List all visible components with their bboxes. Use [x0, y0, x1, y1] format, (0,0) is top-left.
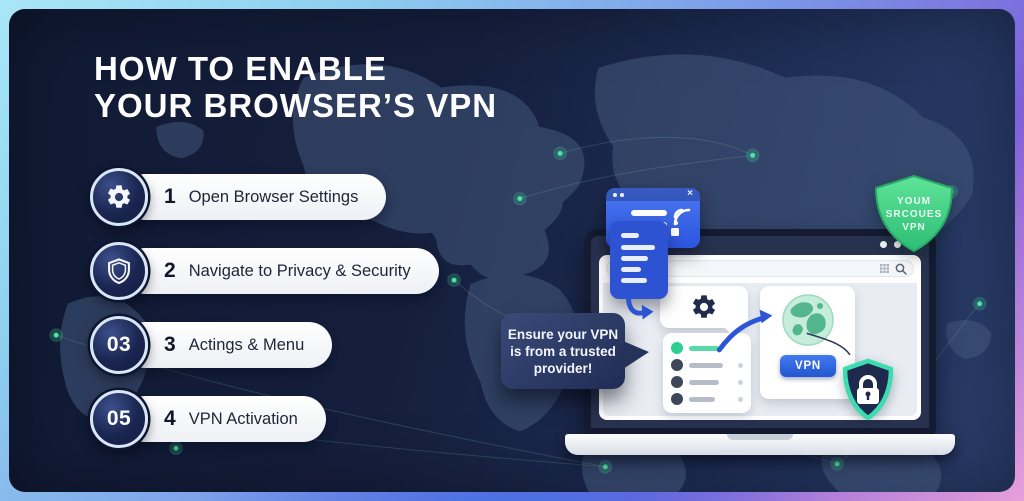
- setting-bar: [689, 362, 723, 368]
- step-1-icon-circle: [90, 168, 148, 226]
- step-badge-number: 03: [106, 333, 132, 356]
- square-glyph: [671, 228, 679, 236]
- step-number: 4: [164, 407, 176, 430]
- text-line: [631, 210, 667, 216]
- settings-list-card: [663, 333, 751, 413]
- laptop-base: [565, 434, 955, 455]
- step-2-icon-circle: [90, 242, 148, 300]
- vpn-button: VPN: [780, 355, 836, 377]
- settings-list-row: [671, 391, 743, 407]
- title-line-2: YOUR BROWSER’S VPN: [94, 87, 498, 124]
- padlock-icon: [857, 375, 879, 404]
- setting-bar: [689, 379, 719, 385]
- wifi-icon: [673, 208, 691, 226]
- step-number: 3: [164, 333, 176, 356]
- grid-icon: [880, 264, 889, 273]
- vpn-shield-badge: YOUM SRCOUES VPN: [875, 175, 953, 252]
- step-item-1: 1 Open Browser Settings: [90, 167, 387, 227]
- page-title: HOW TO ENABLE YOUR BROWSER’S VPN: [94, 50, 497, 124]
- browser-search-bar: [606, 260, 914, 277]
- popup-dot: [613, 193, 617, 197]
- setting-dot: [738, 396, 743, 402]
- text-line: [621, 278, 647, 283]
- text-line: [621, 233, 639, 238]
- step-label: Open Browser Settings: [188, 187, 359, 206]
- text-line: [621, 256, 648, 261]
- close-icon: ×: [687, 188, 693, 199]
- settings-list-row: [671, 374, 743, 390]
- step-item-4: 05 4 VPN Activation: [90, 389, 326, 449]
- vpn-tip-callout: Ensure your VPN is from a trusted provid…: [501, 313, 649, 389]
- window-dot: [880, 241, 887, 248]
- settings-list-row: [671, 357, 743, 373]
- globe-icon: [782, 294, 834, 346]
- browser-popup-bottom: [610, 221, 668, 299]
- laptop-notch: [727, 434, 793, 440]
- callout-line-3: provider!: [533, 360, 593, 376]
- callout-tail: [623, 341, 649, 369]
- step-3-pill: 3 Actings & Menu: [122, 322, 333, 368]
- title-line-1: HOW TO ENABLE: [94, 50, 387, 87]
- step-label: VPN Activation: [188, 409, 298, 428]
- setting-bar: [689, 345, 719, 351]
- lock-shield-icon: [842, 358, 894, 421]
- setting-bar: [689, 396, 715, 402]
- toggle-on-icon: [671, 342, 683, 354]
- step-3-icon-circle: 03: [90, 316, 148, 374]
- text-line: [621, 245, 655, 250]
- setting-icon: [671, 376, 683, 388]
- settings-list-row: [671, 340, 743, 356]
- infographic-card: HOW TO ENABLE YOUR BROWSER’S VPN 1 Open …: [9, 9, 1015, 492]
- step-badge-number: 05: [106, 407, 132, 430]
- shield-icon: [108, 258, 130, 285]
- search-icon: [895, 263, 907, 275]
- window-dot: [894, 241, 901, 248]
- step-item-3: 03 3 Actings & Menu: [90, 315, 333, 375]
- callout-line-1: Ensure your VPN: [507, 326, 619, 342]
- step-label: Actings & Menu: [188, 335, 305, 354]
- gear-icon: [693, 295, 715, 318]
- step-4-icon-circle: 05: [90, 390, 148, 448]
- gear-icon: [108, 185, 130, 208]
- step-2-pill: 2 Navigate to Privacy & Security: [122, 248, 439, 294]
- badge-text-line-1: YOUM: [897, 196, 931, 207]
- step-item-2: 2 Navigate to Privacy & Security: [90, 241, 439, 301]
- callout-line-2: is from a trusted: [510, 343, 616, 359]
- setting-icon: [671, 359, 683, 371]
- settings-card: [660, 286, 748, 335]
- popup-title-bar: ×: [606, 188, 700, 201]
- setting-icon: [671, 393, 683, 405]
- badge-text-line-3: VPN: [902, 222, 926, 233]
- text-line: [621, 267, 641, 272]
- setting-dot: [738, 379, 743, 385]
- setting-dot: [738, 362, 743, 368]
- step-number: 2: [164, 259, 176, 282]
- step-1-pill: 1 Open Browser Settings: [122, 174, 387, 220]
- popup-dot: [620, 193, 624, 197]
- badge-text-line-2: SRCOUES: [886, 209, 942, 220]
- step-label: Navigate to Privacy & Security: [188, 261, 411, 280]
- step-number: 1: [164, 185, 176, 208]
- step-4-pill: 4 VPN Activation: [122, 396, 326, 442]
